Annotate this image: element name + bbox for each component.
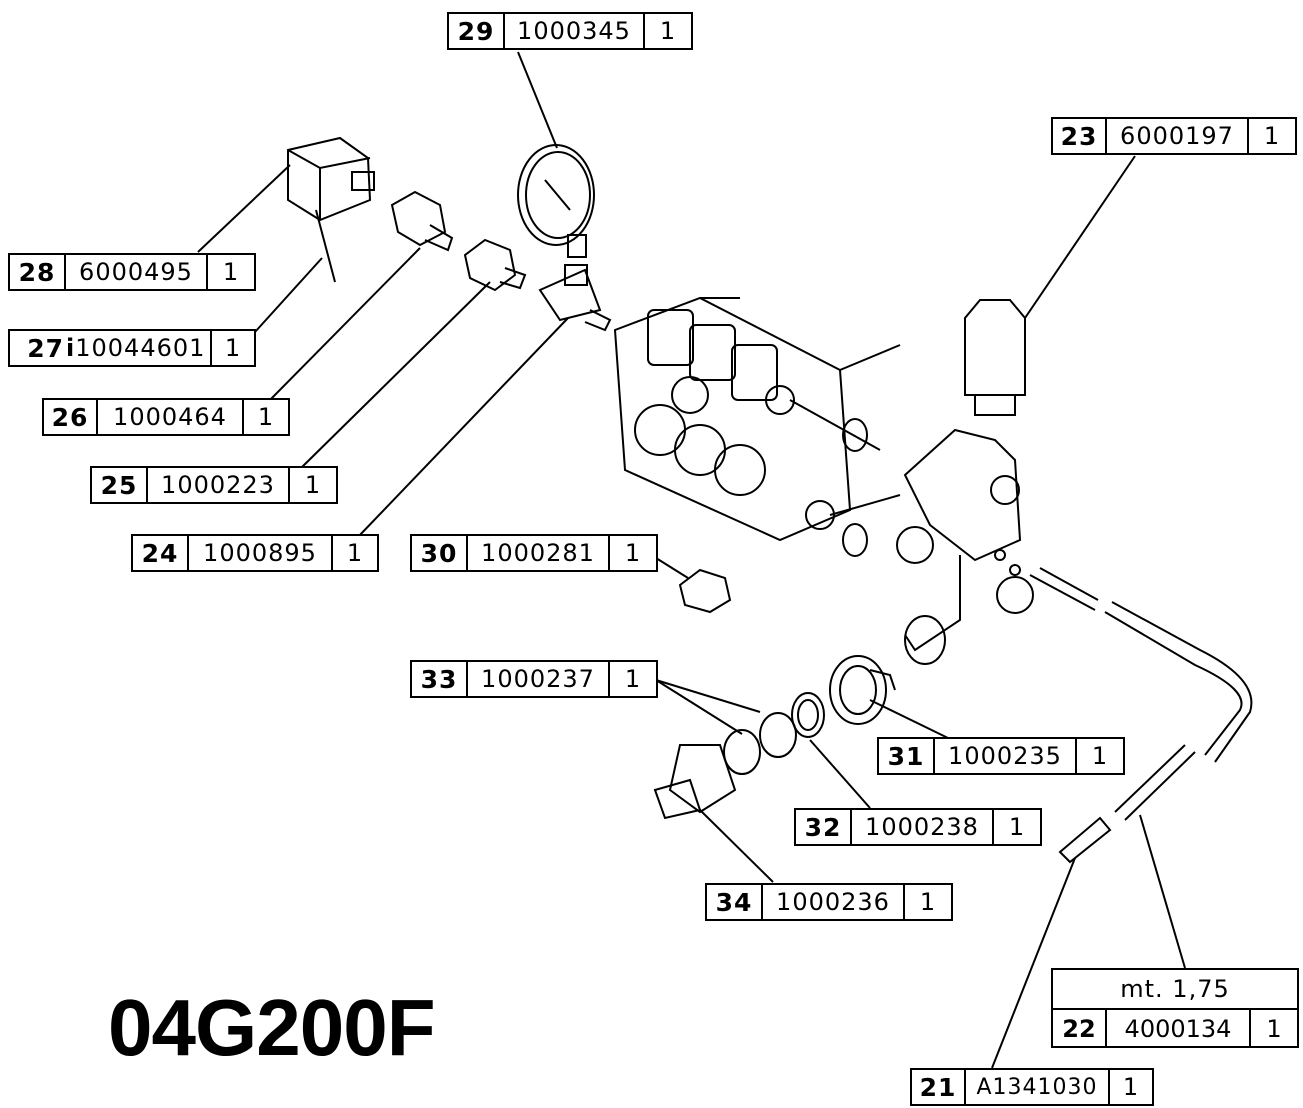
hose-drawing bbox=[1029, 567, 1253, 821]
unloader-valve-drawing bbox=[896, 299, 1034, 665]
leader-29 bbox=[517, 51, 558, 149]
part-number: 24 bbox=[133, 536, 189, 570]
hose-fitting-drawing bbox=[1058, 816, 1112, 864]
part-code: A1341030 bbox=[966, 1070, 1110, 1104]
part-qty: 1 bbox=[624, 539, 642, 567]
part-label-21: 21 A1341030 1 bbox=[910, 1068, 1154, 1106]
part-label-26: 26 1000464 1 bbox=[42, 398, 290, 436]
leader-33b bbox=[655, 679, 743, 735]
part-qty: 1 bbox=[1266, 1015, 1282, 1043]
part-label-34: 34 1000236 1 bbox=[705, 883, 953, 921]
part-label-30: 30 1000281 1 bbox=[410, 534, 658, 572]
part-label-25: 25 1000223 1 bbox=[90, 466, 338, 504]
part-number: 25 bbox=[92, 468, 148, 502]
leader-21 bbox=[991, 857, 1076, 1069]
part-label-33: 33 1000237 1 bbox=[410, 660, 658, 698]
diagram-title: 04G200F bbox=[108, 983, 436, 1072]
part-qty: 1 bbox=[1091, 742, 1109, 770]
hose-length: mt. 1,75 bbox=[1053, 970, 1297, 1010]
part-qty: 1 bbox=[304, 471, 322, 499]
part-label-24: 24 1000895 1 bbox=[131, 534, 379, 572]
part-qty: 1 bbox=[222, 258, 240, 286]
part-qty: 1 bbox=[1008, 813, 1026, 841]
part-number: 31 bbox=[879, 739, 935, 773]
part-code: 1000895 bbox=[189, 536, 333, 570]
part-number: 28 bbox=[10, 255, 66, 289]
part-prefix: i bbox=[66, 334, 76, 362]
part-code: 4000134 bbox=[1107, 1010, 1251, 1048]
part-code: 1000223 bbox=[148, 468, 290, 502]
part-code: 1000237 bbox=[468, 662, 610, 696]
adapter-drawing bbox=[390, 190, 454, 252]
part-label-31: 31 1000235 1 bbox=[877, 737, 1125, 775]
leader-28 bbox=[197, 164, 291, 253]
part-number: 30 bbox=[412, 536, 468, 570]
quick-coupling-drawing bbox=[829, 655, 896, 725]
leader-25 bbox=[299, 281, 491, 470]
leader-24 bbox=[357, 317, 569, 538]
part-number: 34 bbox=[707, 885, 763, 919]
plug-drawing bbox=[678, 568, 732, 614]
hose-tail-drawing bbox=[653, 744, 737, 820]
leader-33a bbox=[655, 679, 761, 713]
part-number: 32 bbox=[796, 810, 852, 844]
seal-ring-lower bbox=[842, 523, 868, 557]
leader-26 bbox=[267, 247, 421, 403]
part-code: 1000236 bbox=[763, 885, 905, 919]
part-qty: 1 bbox=[224, 334, 242, 362]
pressure-switch-drawing bbox=[287, 136, 375, 283]
leader-34 bbox=[699, 809, 774, 883]
filter-drawing bbox=[791, 692, 825, 738]
part-qty: 1 bbox=[346, 539, 364, 567]
leader-23 bbox=[1024, 155, 1136, 319]
part-label-32: 32 1000238 1 bbox=[794, 808, 1042, 846]
part-qty: 1 bbox=[1263, 122, 1281, 150]
part-qty: 1 bbox=[257, 403, 275, 431]
leader-31 bbox=[869, 699, 949, 739]
part-number: 23 bbox=[1053, 119, 1107, 153]
part-code: 1000238 bbox=[852, 810, 994, 844]
part-number: 22 bbox=[1053, 1010, 1107, 1048]
part-code: 6000495 bbox=[66, 255, 208, 289]
part-code: 6000197 bbox=[1107, 119, 1249, 153]
part-label-22: mt. 1,75 22 4000134 1 bbox=[1051, 968, 1299, 1048]
pressure-gauge-drawing bbox=[517, 144, 595, 258]
nipple-drawing bbox=[463, 238, 527, 292]
part-label-23: 23 6000197 1 bbox=[1051, 117, 1297, 155]
leader-30 bbox=[655, 557, 689, 579]
leader-22 bbox=[1139, 814, 1186, 969]
part-qty: 1 bbox=[919, 888, 937, 916]
part-label-28: 28 6000495 1 bbox=[8, 253, 256, 291]
part-number: 29 bbox=[449, 14, 505, 48]
part-label-29: 29 1000345 1 bbox=[447, 12, 693, 50]
coupling-seals-drawing bbox=[723, 712, 797, 775]
part-code: 1000235 bbox=[935, 739, 1077, 773]
part-code: 1000464 bbox=[98, 400, 244, 434]
seal-ring-upper bbox=[842, 418, 868, 452]
part-code: 1000345 bbox=[505, 14, 645, 48]
part-number: 21 bbox=[912, 1070, 966, 1104]
tee-fitting-drawing bbox=[538, 264, 612, 332]
part-number: 27 bbox=[27, 333, 64, 363]
pump-manifold-drawing bbox=[613, 296, 901, 542]
part-qty: 1 bbox=[659, 17, 677, 45]
part-number: 26 bbox=[44, 400, 98, 434]
part-code-value: 10044601 bbox=[75, 334, 206, 362]
part-code: 1000281 bbox=[468, 536, 610, 570]
part-number: 33 bbox=[412, 662, 468, 696]
part-qty: 1 bbox=[1122, 1073, 1140, 1101]
leader-27 bbox=[254, 257, 323, 333]
leader-32 bbox=[809, 739, 871, 809]
part-qty: 1 bbox=[624, 665, 642, 693]
